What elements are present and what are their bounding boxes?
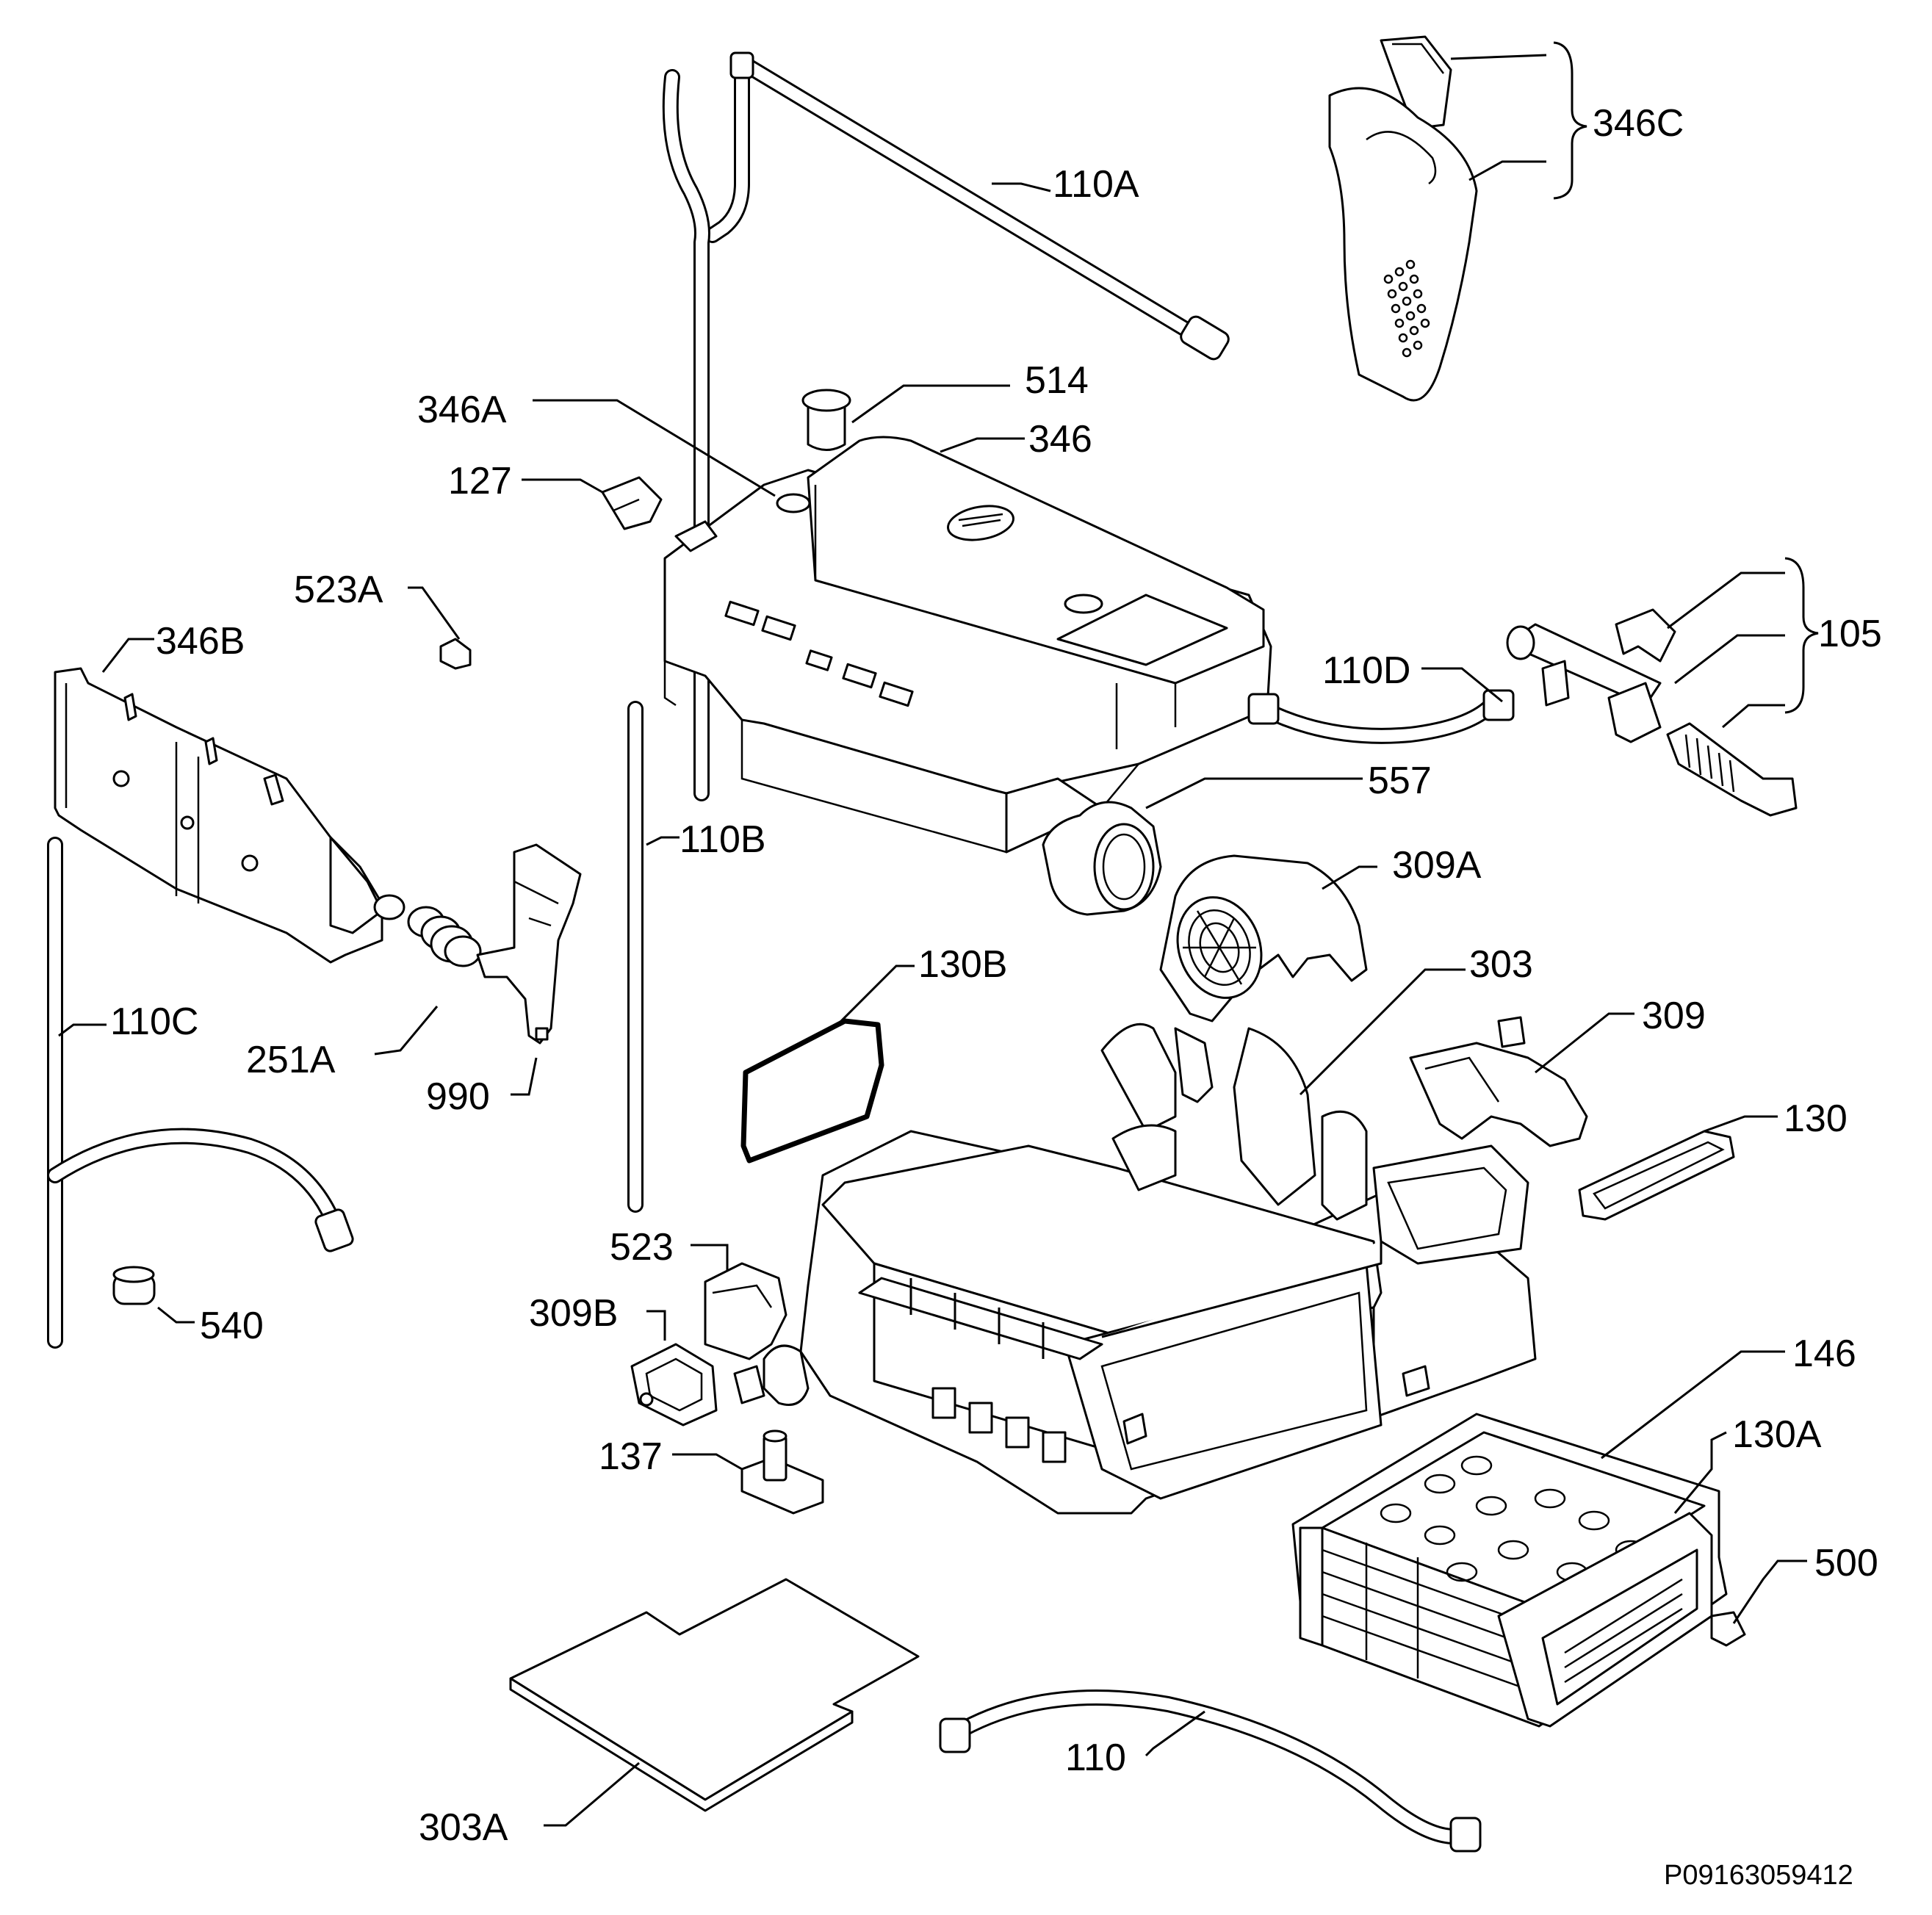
label-137: 137 [599,1435,663,1478]
part-346-main-housing [663,436,1272,854]
label-346A: 346A [417,389,507,431]
label-146: 146 [1792,1332,1856,1375]
label-105: 105 [1818,613,1882,655]
part-303A [509,1578,920,1827]
part-346B [54,638,405,964]
label-130B: 130B [918,943,1007,986]
label-523A: 523A [294,569,383,611]
part-514 [801,384,1010,451]
label-303A: 303A [419,1806,508,1849]
part-251A [374,906,482,1056]
part-523 [691,1244,810,1406]
label-346: 346 [1028,418,1092,461]
leader-lines [58,182,1051,1037]
part-146-filter [1291,1350,1807,1728]
bracket-346C [1450,41,1587,200]
part-105 [1506,557,1819,817]
part-523A [408,586,472,670]
label-303: 303 [1469,943,1533,986]
label-500: 500 [1814,1542,1878,1584]
part-130 [1578,1115,1778,1221]
label-110B: 110B [680,818,766,861]
label-346B: 346B [156,620,245,663]
tube-110A [704,51,1230,361]
label-523: 523 [610,1226,674,1269]
label-130: 130 [1784,1097,1848,1140]
label-309: 309 [1642,995,1706,1037]
label-130A: 130A [1732,1413,1822,1456]
label-110C: 110C [110,1000,198,1043]
label-110D: 110D [1322,649,1410,692]
part-990 [476,843,582,1096]
tube-110C [47,837,354,1349]
label-514: 514 [1025,359,1089,402]
part-130B [740,964,915,1164]
part-303-base [799,968,1537,1515]
label-309A: 309A [1392,844,1482,887]
part-137 [672,1429,824,1515]
part-540 [112,1266,195,1324]
label-346C: 346C [1593,102,1684,145]
label-110A: 110A [1053,163,1139,206]
tube-110B [627,69,710,1213]
part-127 [522,476,663,530]
label-540: 540 [200,1305,264,1347]
diagram-code: P09163059412 [1664,1860,1853,1891]
label-127: 127 [448,460,512,502]
label-990: 990 [426,1075,490,1118]
part-309A [1159,854,1377,1023]
label-251A: 251A [246,1039,336,1081]
part-557 [1042,777,1363,916]
part-309 [1409,1012,1634,1147]
label-110: 110 [1065,1737,1126,1779]
tube-110D [1247,667,1515,744]
part-346C [1328,35,1478,402]
tube-110 [939,1689,1482,1853]
part-labels: 110A 346C 514 346A 346 127 523A 346B 110… [110,102,1882,1891]
part-309B [630,1310,718,1427]
label-557: 557 [1368,760,1432,802]
label-309B: 309B [529,1292,618,1335]
